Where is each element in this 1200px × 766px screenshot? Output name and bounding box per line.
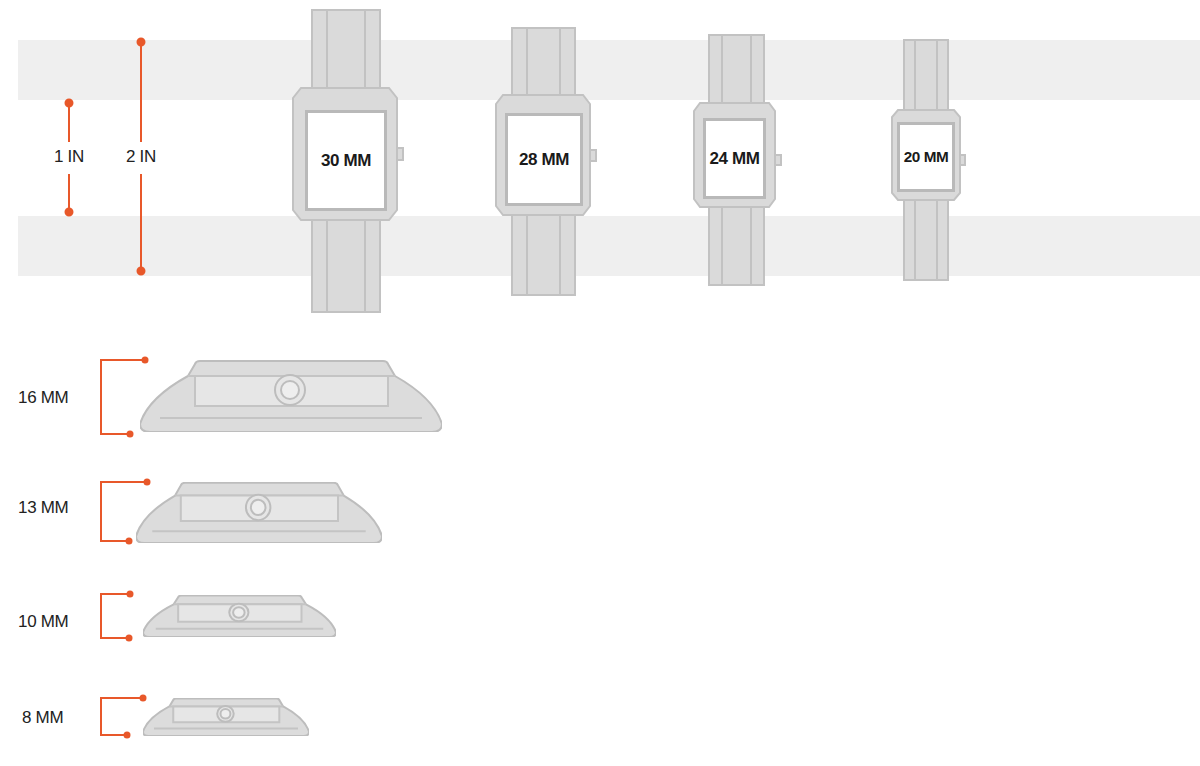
watch-screen: 24 MM [703,118,766,199]
watch-front [496,28,596,295]
bracket-dot [124,357,151,739]
thickness-label: 10 MM [16,612,70,632]
watch-screen: 20 MM [897,122,955,192]
band [18,40,1200,100]
watch-screen: 30 MM [305,110,387,211]
thickness-label: 13 MM [16,498,70,518]
size-value: 28 MM [519,150,569,170]
watch-screen: 28 MM [505,113,583,206]
band [18,216,1200,276]
watch-front [892,40,965,280]
thickness-label: 16 MM [16,388,70,408]
watch-front [293,10,403,312]
watch-profile [143,596,336,637]
size-value: 30 MM [321,151,371,171]
watch-profile [136,483,382,543]
size-value: 24 MM [710,149,760,169]
size-value: 20 MM [904,148,949,166]
ruler-label: 2 IN [124,147,158,167]
ruler-label: 1 IN [52,147,86,167]
thickness-bracket [101,360,147,735]
thickness-label: 8 MM [20,708,65,728]
watch-front [694,35,781,285]
watch-profile [140,361,442,432]
watch-profile [143,699,309,736]
